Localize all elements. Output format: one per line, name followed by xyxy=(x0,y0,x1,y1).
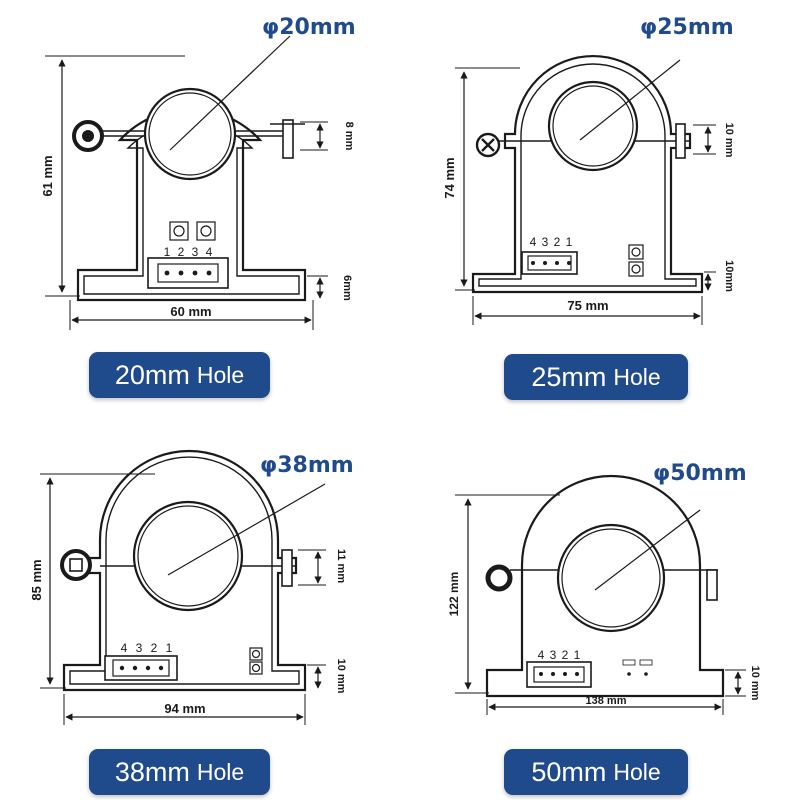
hole-word: Hole xyxy=(196,361,245,388)
height-dimension-label: 122 mm xyxy=(447,572,461,617)
led-indicator xyxy=(627,672,631,676)
trim-pot xyxy=(628,261,644,277)
conductor-hole xyxy=(547,80,639,172)
conductor-hole xyxy=(143,87,237,181)
slot-dimension-label: 10 mm xyxy=(723,123,735,158)
hole-size-value: 38mm xyxy=(114,756,190,787)
hole-diameter-label: φ25mm xyxy=(640,15,734,40)
led-indicator xyxy=(644,672,648,676)
height-dimension-label: 74 mm xyxy=(442,157,457,198)
pin-number: 1 xyxy=(566,235,573,249)
trim-pot xyxy=(628,244,644,260)
sensor-panel-38mm xyxy=(40,449,326,725)
hole-size-value: 25mm xyxy=(531,361,607,392)
pin-number: 2 xyxy=(151,641,158,655)
pin-number: 2 xyxy=(562,648,569,662)
terminal-block xyxy=(521,251,578,275)
trim-pot xyxy=(249,661,263,675)
pin-number: 4 xyxy=(538,648,545,662)
trim-pot xyxy=(169,221,189,241)
sensor-body-inner xyxy=(478,63,697,287)
slot-dimension-label: 11 mm xyxy=(335,549,347,583)
clamp-screw xyxy=(282,119,294,159)
sensor-body-outline xyxy=(471,54,704,294)
base-dimension-label: 10 mm xyxy=(335,659,347,694)
width-dimension-label: 138 mm xyxy=(586,695,627,707)
hole-word: Hole xyxy=(613,758,661,785)
base-dimension-label: 10mm xyxy=(723,260,735,292)
height-dimension-label: 61 mm xyxy=(40,155,55,196)
hole-size-value: 20mm xyxy=(114,359,190,390)
trim-pot xyxy=(196,221,216,241)
hole-size-badge-38mm: 38mm Hole xyxy=(89,749,270,795)
pin-number: 4 xyxy=(206,245,213,259)
pin-number: 2 xyxy=(178,245,185,259)
hole-diameter-label: φ38mm xyxy=(260,453,354,478)
pin-number: 3 xyxy=(550,648,557,662)
hole-size-badge-20mm: 20mm Hole xyxy=(89,352,270,398)
clamp-screw xyxy=(675,123,686,159)
hole-diameter-label: φ20mm xyxy=(262,15,356,40)
mount-ring xyxy=(485,564,513,592)
slot-dimension-label: 8 mm xyxy=(343,122,355,151)
pin-number: 1 xyxy=(574,648,581,662)
width-dimension-label: 75 mm xyxy=(567,298,608,313)
pin-number: 1 xyxy=(164,245,171,259)
pin-number: 3 xyxy=(542,235,549,249)
pin-number: 2 xyxy=(554,235,561,249)
height-dimension-label: 85 mm xyxy=(29,559,44,600)
hole-word: Hole xyxy=(196,758,245,785)
pin-number: 3 xyxy=(136,641,143,655)
trim-pot xyxy=(249,647,263,661)
terminal-block xyxy=(526,661,592,688)
width-dimension-label: 94 mm xyxy=(164,701,205,716)
hole-size-value: 50mm xyxy=(531,756,607,787)
conductor-hole xyxy=(132,500,244,612)
pin-number: 4 xyxy=(530,235,537,249)
width-dimension-label: 60 mm xyxy=(170,304,211,319)
base-dimension-label: 6mm xyxy=(341,275,353,301)
sensor-body-outline xyxy=(62,449,307,692)
sensor-panel-50mm xyxy=(455,474,746,715)
pin-number: 3 xyxy=(192,245,199,259)
sensor-panel-20mm xyxy=(45,35,328,330)
pin-number: 4 xyxy=(121,641,128,655)
sensor-panel-25mm xyxy=(455,54,716,325)
terminal-block xyxy=(147,257,229,289)
clamp-screw xyxy=(706,569,718,601)
sensor-body-inner xyxy=(69,456,300,685)
base-dimension-label: 10 mm xyxy=(749,666,761,701)
sensor-body-outline xyxy=(485,474,725,698)
pin-number: 1 xyxy=(166,641,173,655)
clamp-screw xyxy=(281,549,293,587)
hole-size-badge-50mm: 50mm Hole xyxy=(504,749,688,795)
hole-word: Hole xyxy=(613,363,661,390)
hole-size-badge-25mm: 25mm Hole xyxy=(504,354,688,400)
hole-diameter-label: φ50mm xyxy=(653,461,747,486)
